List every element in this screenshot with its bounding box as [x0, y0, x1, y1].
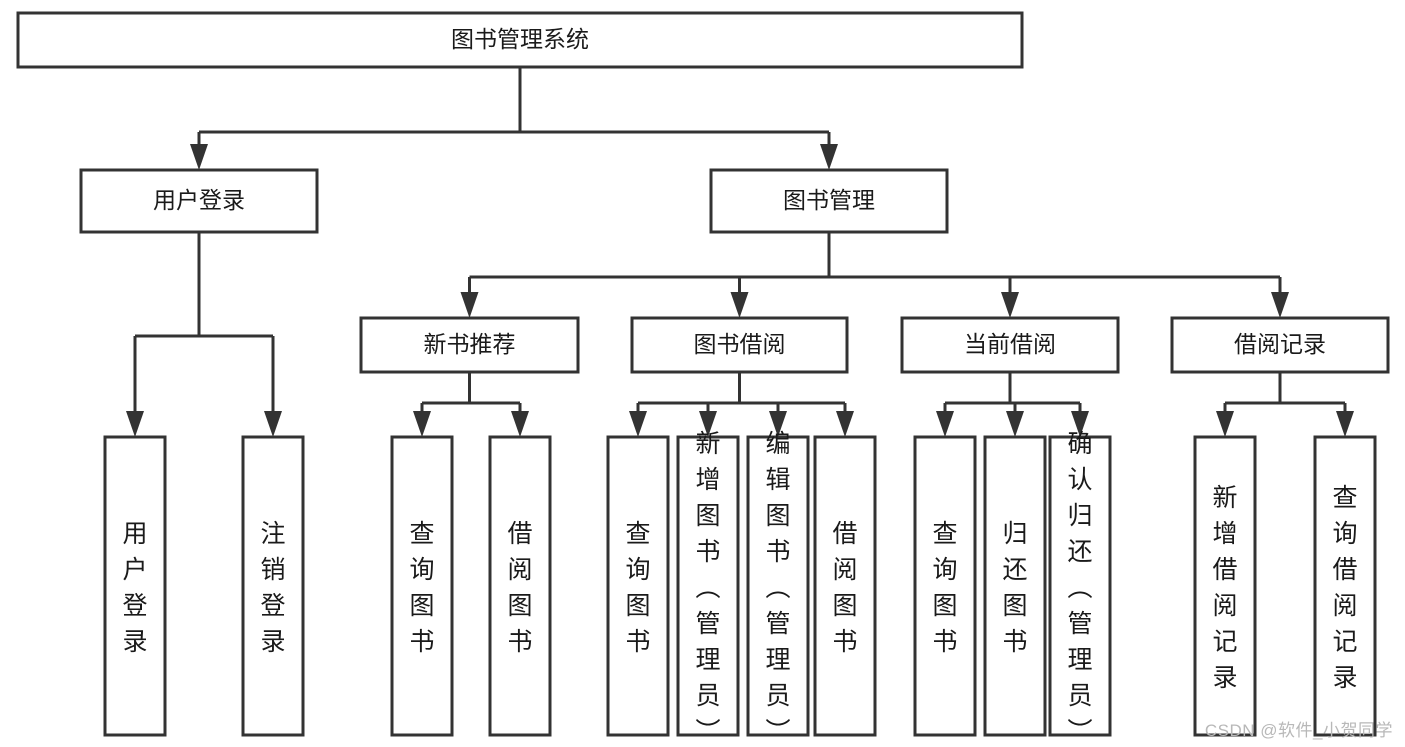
node-box-当前借阅: [900, 316, 1120, 374]
node-label-新增图书管理员: 新增图书︵管理员︶: [695, 430, 720, 746]
arrow-head-icon-新增借阅记录: [1216, 411, 1234, 437]
node-box-新增借阅记录: [1193, 435, 1257, 737]
node-归还图书[interactable]: 归还图书: [983, 435, 1047, 737]
node-借阅记录[interactable]: 借阅记录: [1170, 316, 1390, 374]
arrow-head-icon-查询图书: [629, 411, 647, 437]
node-label-新增借阅记录: 新增借阅记录: [1212, 484, 1237, 692]
node-label-图书管理系统: 图书管理系统: [451, 26, 589, 52]
node-layer: 图书管理系统用户登录用户登录注销登录图书管理新书推荐查询图书借阅图书图书借阅查询…: [16, 11, 1390, 746]
arrow-head-icon-查询图书: [413, 411, 431, 437]
node-box-图书管理: [709, 168, 949, 234]
node-label-查询图书: 查询图书: [625, 520, 650, 656]
node-label-用户登录: 用户登录: [153, 187, 245, 213]
node-box-图书借阅: [630, 316, 849, 374]
arrow-head-icon-图书借阅: [730, 292, 749, 318]
node-查询图书[interactable]: 查询图书: [390, 435, 454, 737]
node-label-编辑图书管理员: 编辑图书︵管理员︶: [765, 430, 790, 746]
node-box-注销登录: [241, 435, 305, 737]
node-借阅图书[interactable]: 借阅图书: [488, 435, 552, 737]
arrow-head-icon-编辑图书管理员: [769, 411, 787, 437]
node-新增图书管理员[interactable]: 新增图书︵管理员︶: [676, 430, 740, 746]
node-box-用户登录: [103, 435, 167, 737]
arrow-head-icon-用户登录: [126, 411, 144, 437]
node-box-新书推荐: [359, 316, 580, 374]
arrow-head-icon-查询借阅记录: [1336, 411, 1354, 437]
node-查询图书[interactable]: 查询图书: [913, 435, 977, 737]
node-label-借阅记录: 借阅记录: [1234, 331, 1326, 357]
node-box-新增图书管理员: [676, 435, 740, 737]
node-box-借阅记录: [1170, 316, 1390, 374]
node-新书推荐[interactable]: 新书推荐: [359, 316, 580, 374]
node-图书借阅[interactable]: 图书借阅: [630, 316, 849, 374]
node-box-编辑图书管理员: [746, 435, 810, 737]
node-确认归还管理员[interactable]: 确认归还︵管理员︶: [1048, 430, 1112, 746]
node-编辑图书管理员[interactable]: 编辑图书︵管理员︶: [746, 430, 810, 746]
node-label-图书借阅: 图书借阅: [694, 331, 786, 357]
node-图书管理系统[interactable]: 图书管理系统: [16, 11, 1024, 69]
node-查询图书[interactable]: 查询图书: [606, 435, 670, 737]
node-图书管理[interactable]: 图书管理: [709, 168, 949, 234]
node-box-查询借阅记录: [1313, 435, 1377, 737]
node-label-查询借阅记录: 查询借阅记录: [1332, 484, 1357, 692]
node-用户登录[interactable]: 用户登录: [79, 168, 319, 234]
node-查询借阅记录[interactable]: 查询借阅记录: [1313, 435, 1377, 737]
node-用户登录[interactable]: 用户登录: [103, 435, 167, 737]
arrow-head-icon-借阅图书: [511, 411, 529, 437]
node-box-用户登录: [79, 168, 319, 234]
arrow-head-icon-用户登录: [190, 144, 208, 170]
node-当前借阅[interactable]: 当前借阅: [900, 316, 1120, 374]
node-box-查询图书: [390, 435, 454, 737]
arrow-head-icon-注销登录: [264, 411, 282, 437]
node-box-查询图书: [913, 435, 977, 737]
node-box-查询图书: [606, 435, 670, 737]
node-box-借阅图书: [813, 435, 877, 737]
node-label-借阅图书: 借阅图书: [832, 520, 857, 656]
node-label-图书管理: 图书管理: [783, 187, 875, 213]
node-label-查询图书: 查询图书: [409, 520, 434, 656]
node-box-归还图书: [983, 435, 1047, 737]
node-label-用户登录: 用户登录: [122, 520, 147, 656]
node-label-归还图书: 归还图书: [1002, 520, 1027, 656]
node-label-借阅图书: 借阅图书: [507, 520, 532, 656]
node-新增借阅记录[interactable]: 新增借阅记录: [1193, 435, 1257, 737]
csdn-watermark: CSDN @软件_小贺同学: [1204, 721, 1393, 740]
node-box-借阅图书: [488, 435, 552, 737]
node-label-查询图书: 查询图书: [932, 520, 957, 656]
node-注销登录[interactable]: 注销登录: [241, 435, 305, 737]
arrow-head-icon-新书推荐: [460, 292, 479, 318]
arrow-head-icon-归还图书: [1006, 411, 1024, 437]
connector-layer: [126, 67, 1354, 437]
arrow-head-icon-当前借阅: [1001, 292, 1019, 318]
arrow-head-icon-查询图书: [936, 411, 954, 437]
arrow-head-icon-借阅图书: [836, 411, 854, 437]
node-label-确认归还管理员: 确认归还︵管理员︶: [1067, 430, 1092, 746]
arrow-head-icon-图书管理: [820, 144, 838, 170]
node-box-确认归还管理员: [1048, 435, 1112, 737]
node-label-注销登录: 注销登录: [260, 520, 285, 656]
arrow-head-icon-借阅记录: [1271, 292, 1289, 318]
node-label-当前借阅: 当前借阅: [964, 331, 1056, 357]
node-借阅图书[interactable]: 借阅图书: [813, 435, 877, 737]
arrow-head-icon-新增图书管理员: [699, 411, 717, 437]
node-label-新书推荐: 新书推荐: [424, 331, 516, 357]
arrow-head-icon-确认归还管理员: [1071, 411, 1089, 437]
node-box-图书管理系统: [16, 11, 1024, 69]
